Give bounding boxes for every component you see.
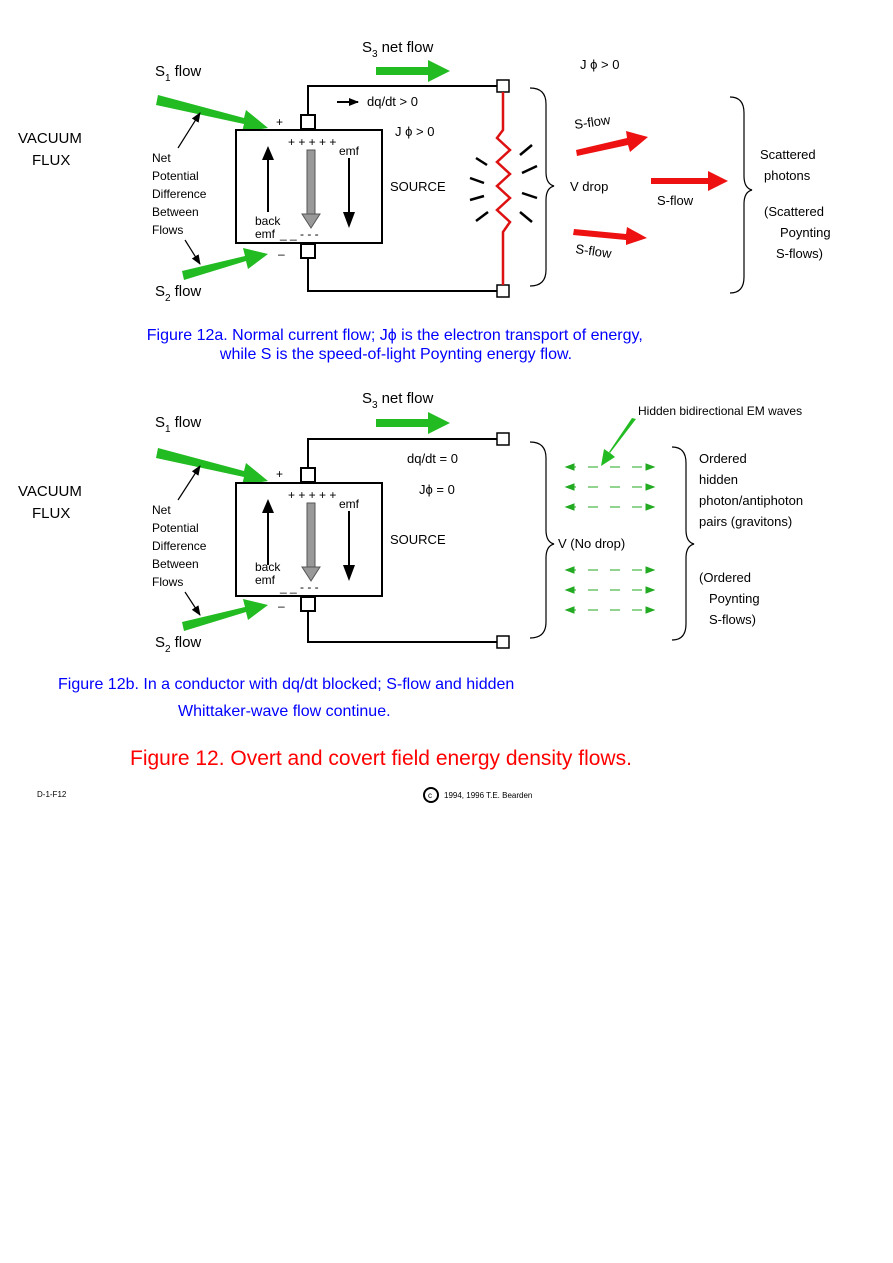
plus-terminal-12b: + — [276, 467, 283, 481]
back-emf-label-12a: emf — [255, 227, 276, 241]
copyright-symbol: c — [428, 791, 432, 800]
bottom-wire-12a — [307, 258, 497, 292]
gray-arrow-shaft-12b — [306, 502, 316, 569]
sflow-top-arrow-12a — [576, 131, 648, 156]
minus-terminal-12b: – — [278, 599, 285, 613]
gray-arrow-shaft-12a — [306, 149, 316, 216]
source-label-12a: SOURCE — [390, 179, 446, 194]
caption-12b: Figure 12b. In a conductor with dq/dt bl… — [58, 676, 519, 720]
vacuum-label-12a: VACUUM — [18, 130, 82, 147]
brace-12b — [529, 441, 555, 639]
big-brace-12a — [729, 96, 753, 294]
vnodrop-label-12b: V (No drop) — [558, 536, 625, 551]
sflow-mid-label-12a: S-flow — [657, 193, 694, 208]
brace-12a — [529, 87, 555, 287]
top-output-terminal-12a — [496, 79, 510, 93]
minus-charges-12a: _ _ - - - — [279, 227, 319, 241]
scattered-poynting-12a: (Scattered Poynting S-flows) — [764, 204, 834, 261]
bottom-terminal-12b — [300, 596, 316, 612]
resistor-12a — [495, 92, 512, 285]
plus-charges-12b: + + + + + — [288, 488, 336, 502]
back-emf-arrowhead-12b — [262, 499, 274, 513]
back-emf-arrowhead-12a — [262, 146, 274, 160]
bottom-wire-12b — [307, 611, 497, 643]
jphi-label-12b: Jϕ = 0 — [419, 482, 455, 497]
s2-arrow-12a — [182, 248, 268, 280]
emf-arrowhead-12b — [343, 565, 355, 581]
doc-id: D-1-F12 — [37, 790, 67, 799]
ordered-hidden-12b: Ordered hidden photon/antiphoton pairs (… — [699, 451, 807, 529]
ordered-poynting-12b: (Ordered Poynting S-flows) — [699, 570, 763, 627]
bottom-terminal-12a — [300, 243, 316, 259]
flux-label-12a: FLUX — [32, 152, 70, 169]
pointer-bottom-12a — [184, 239, 201, 265]
net-potential-text-12b: Net Potential Difference Between Flows — [152, 503, 210, 589]
vdrop-label-12a: V drop — [570, 179, 608, 194]
radiation-lines-12a — [469, 144, 538, 223]
emf-arrowhead-12a — [343, 212, 355, 228]
emf-label-12a: emf — [339, 144, 360, 158]
jphi-top-label-12a: J ϕ > 0 — [580, 57, 619, 72]
sflow-bottom-label-12a: S-flow — [575, 241, 613, 261]
s1-arrow-12a — [156, 95, 268, 132]
minus-terminal-12a: – — [278, 247, 285, 261]
big-brace-12b — [671, 446, 695, 641]
hidden-waves-pointer-12b — [601, 418, 636, 466]
top-terminal-12a — [300, 114, 316, 130]
top-wire-12b — [307, 438, 497, 468]
pointer-top-12a — [177, 112, 201, 149]
pointer-bottom-12b — [184, 591, 201, 616]
minus-charges-12b: _ _ - - - — [279, 580, 319, 594]
emf-label-12b: emf — [339, 497, 360, 511]
vacuum-label-12b: VACUUM — [18, 483, 82, 500]
plus-charges-12a: + + + + + — [288, 135, 336, 149]
main-caption: Figure 12. Overt and covert field energy… — [130, 747, 632, 770]
net-potential-text-12a: Net Potential Difference Between Flows — [152, 151, 210, 237]
top-output-terminal-12b — [496, 432, 510, 446]
dqdt-label-12a: dq/dt > 0 — [367, 94, 418, 109]
source-label-12b: SOURCE — [390, 532, 446, 547]
s3-arrow-12b — [376, 412, 450, 434]
jphi-mid-label-12a: J ϕ > 0 — [395, 124, 434, 139]
s3-arrow-12a — [376, 60, 450, 82]
dqdt-label-12b: dq/dt = 0 — [407, 451, 458, 466]
sflow-mid-arrow-12a — [651, 171, 728, 191]
top-terminal-12b — [300, 467, 316, 483]
back-label-12b: back — [255, 560, 281, 574]
top-wire-12a — [307, 85, 497, 115]
flux-label-12b: FLUX — [32, 505, 70, 522]
back-emf-label-12b: emf — [255, 573, 276, 587]
caption-12a: Figure 12a. Normal current flow; Jϕ is t… — [147, 327, 647, 363]
bottom-output-terminal-12b — [496, 635, 510, 649]
bottom-output-terminal-12a — [496, 284, 510, 298]
scattered-photons-12a: Scattered photons — [760, 147, 819, 183]
gray-arrowhead-12a — [301, 213, 321, 229]
s1-arrow-12b — [156, 448, 268, 485]
plus-terminal-12a: + — [276, 115, 283, 129]
s2-arrow-12b — [182, 599, 268, 631]
copyright-text: 1994, 1996 T.E. Bearden — [444, 791, 532, 800]
pointer-top-12b — [177, 465, 201, 501]
hidden-waves-label-12b: Hidden bidirectional EM waves — [638, 404, 802, 418]
sflow-top-label-12a: S-flow — [573, 112, 611, 132]
back-label-12a: back — [255, 214, 281, 228]
bidirectional-waves-12b — [564, 463, 656, 614]
gray-arrowhead-12b — [301, 566, 321, 582]
copyright-icon — [423, 787, 439, 803]
sflow-bottom-arrow-12a — [573, 227, 647, 245]
